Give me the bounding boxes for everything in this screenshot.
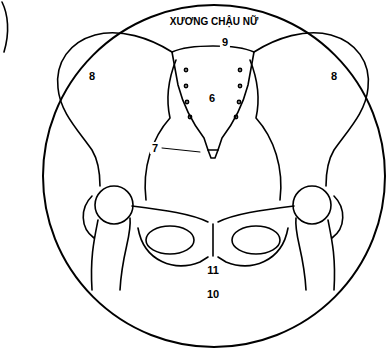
ilium-outline <box>58 33 172 186</box>
callout-number: 6 <box>207 92 217 104</box>
frame-fragment <box>2 2 8 52</box>
diagram-title: XƯƠNG CHẬU NỮ <box>168 16 260 27</box>
callout-number: 8 <box>87 70 97 82</box>
pelvis-half <box>58 33 208 290</box>
sacral-foramen <box>184 84 187 87</box>
femur-outline <box>91 220 98 290</box>
inferior-ramus <box>138 228 208 266</box>
sacral-foramen <box>237 100 240 103</box>
pubic-symphysis <box>212 224 214 256</box>
frame-circle <box>43 5 385 347</box>
pelvic-brim <box>250 60 281 200</box>
callout-number: 10 <box>205 288 221 300</box>
callout-number: 7 <box>150 142 160 154</box>
callout-number: 9 <box>220 36 230 48</box>
obturator-foramen <box>146 226 194 254</box>
pelvic-brim <box>145 60 176 200</box>
sacrum-outline <box>172 46 254 150</box>
sacral-foramen <box>238 84 241 87</box>
ilium-outline <box>254 33 368 186</box>
superior-ramus <box>218 206 294 222</box>
sacral-foramen <box>185 100 188 103</box>
leader-line <box>162 148 200 152</box>
superior-ramus <box>132 206 208 222</box>
coccyx <box>208 150 218 158</box>
femur-outline <box>328 220 335 290</box>
pelvis-half <box>218 33 368 290</box>
sacral-foramen <box>238 68 241 71</box>
femur-outline <box>296 218 306 290</box>
femoral-head <box>293 186 331 224</box>
obturator-foramen <box>232 226 280 254</box>
callout-number: 11 <box>205 264 221 276</box>
femoral-head <box>95 186 133 224</box>
callout-number: 8 <box>329 70 339 82</box>
trochanter <box>332 196 343 238</box>
inferior-ramus <box>218 228 288 266</box>
femur-outline <box>120 218 130 290</box>
sacral-foramen <box>184 68 187 71</box>
trochanter <box>83 196 94 238</box>
